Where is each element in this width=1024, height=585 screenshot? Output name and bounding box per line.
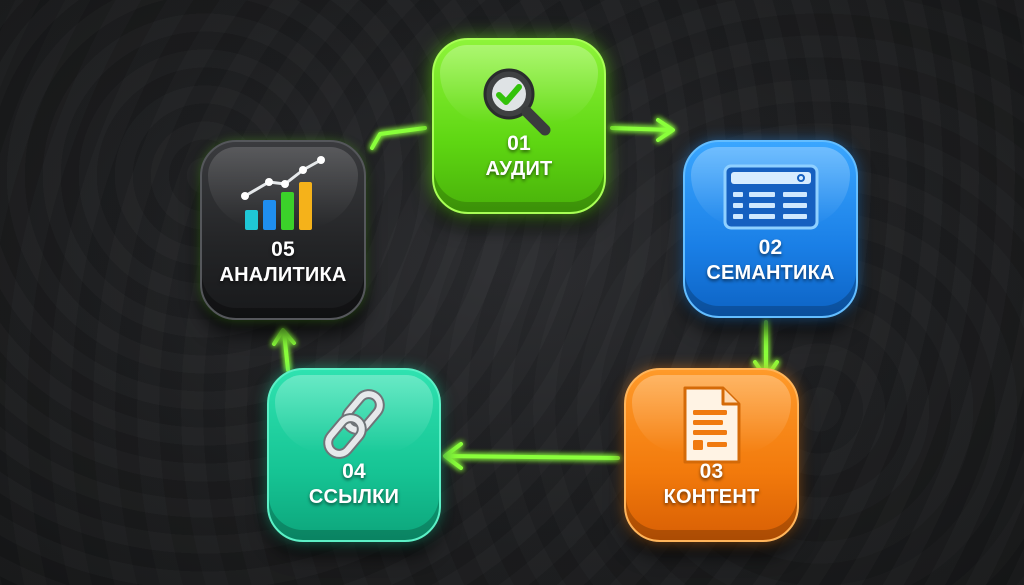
step-number: 01 [507, 132, 531, 155]
step-links-card[interactable]: 04 ССЫЛКИ [267, 368, 441, 542]
arrowhead-04 [443, 442, 463, 470]
connector-05-01 [370, 126, 427, 150]
connector-04-05 [282, 330, 290, 372]
arrowhead-02 [656, 118, 675, 142]
chain-link-icon [323, 389, 385, 459]
step-label: КОНТЕНТ [663, 486, 760, 508]
connector-03-04 [444, 454, 620, 460]
step-number: 03 [699, 460, 724, 483]
step-label: АНАЛИТИКА [219, 264, 347, 286]
step-label: АУДИТ [485, 158, 553, 180]
browser-list-icon [723, 164, 818, 230]
document-icon [683, 386, 740, 464]
step-number: 05 [271, 238, 295, 261]
step-audit-card[interactable]: 01 АУДИТ [432, 38, 606, 214]
step-analytics-card[interactable]: 05 АНАЛИТИКА [200, 140, 366, 320]
step-content-card[interactable]: 03 КОНТЕНТ [624, 368, 799, 542]
magnifier-check-icon [483, 68, 551, 136]
arrowhead-05 [272, 328, 296, 346]
bar-chart-trend-icon [241, 156, 325, 230]
step-label: СЕМАНТИКА [706, 262, 835, 284]
step-semantics-card[interactable]: 02 СЕМАНТИКА [683, 140, 858, 318]
step-number: 04 [342, 460, 366, 483]
step-label: ССЫЛКИ [308, 486, 400, 508]
connector-01-02 [610, 126, 674, 132]
step-number: 02 [758, 236, 783, 259]
